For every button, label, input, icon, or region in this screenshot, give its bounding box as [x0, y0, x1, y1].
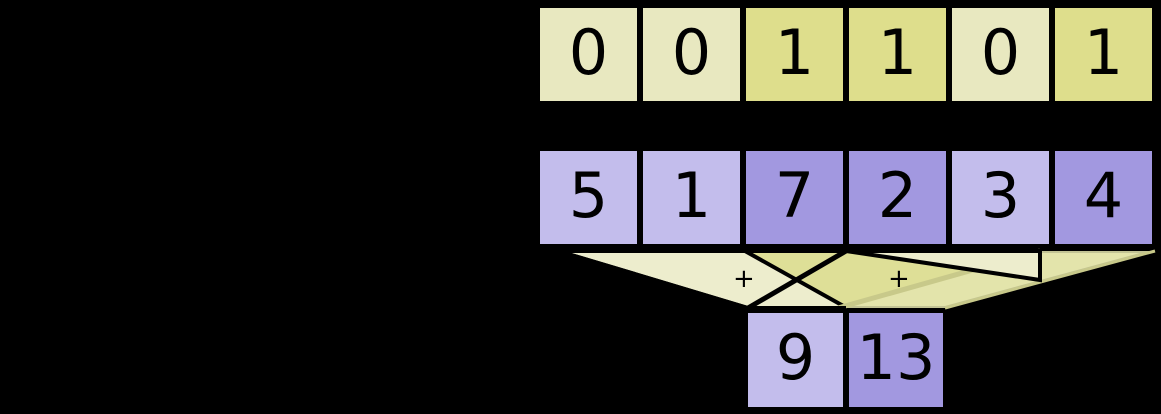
flags-cell-2-label: 1: [774, 15, 815, 89]
values-cell-0-label: 5: [568, 158, 609, 232]
funnel-right-shape: [737, 249, 1156, 310]
flags-cell-0-label: 0: [568, 15, 609, 89]
values-cell-3-label: 2: [877, 158, 918, 232]
values-cell-2[interactable]: 7: [743, 148, 846, 247]
values-cell-4[interactable]: 3: [949, 148, 1052, 247]
values-cell-0[interactable]: 5: [537, 148, 640, 247]
flags-cell-0[interactable]: 0: [537, 5, 640, 104]
flags-cell-1[interactable]: 0: [640, 5, 743, 104]
funnel-left-outer-edge: [557, 249, 749, 310]
plus-operator-right: +: [888, 264, 910, 294]
flags-cell-4[interactable]: 0: [949, 5, 1052, 104]
funnel-right-notch: [845, 249, 1042, 283]
flags-cell-5[interactable]: 1: [1052, 5, 1155, 104]
values-cell-1-label: 1: [671, 158, 712, 232]
flags-cell-2[interactable]: 1: [743, 5, 846, 104]
funnel-right-seam-line-2: [944, 249, 1156, 310]
flags-cell-4-label: 0: [980, 15, 1021, 89]
values-cell-3[interactable]: 2: [846, 148, 949, 247]
result-cell-0[interactable]: 9: [745, 310, 846, 410]
plus-operator-left: +: [733, 264, 755, 294]
flags-cell-3[interactable]: 1: [846, 5, 949, 104]
values-cell-1[interactable]: 1: [640, 148, 743, 247]
result-cell-1-label: 13: [856, 321, 936, 394]
funnel-right-seam-line: [837, 248, 1041, 311]
result-cell-0-label: 9: [775, 321, 816, 394]
funnel-divider-edge: [746, 248, 848, 311]
funnel-left-shape: [557, 249, 848, 310]
flags-cell-3-label: 1: [877, 15, 918, 89]
result-cell-1[interactable]: 13: [846, 310, 946, 410]
values-cell-4-label: 3: [980, 158, 1021, 232]
flags-cell-1-label: 0: [671, 15, 712, 89]
funnel-right-seam: [838, 251, 1155, 308]
values-cell-5[interactable]: 4: [1052, 148, 1155, 247]
values-cell-5-label: 4: [1083, 158, 1124, 232]
values-cell-2-label: 7: [774, 158, 815, 232]
flags-cell-5-label: 1: [1083, 15, 1124, 89]
